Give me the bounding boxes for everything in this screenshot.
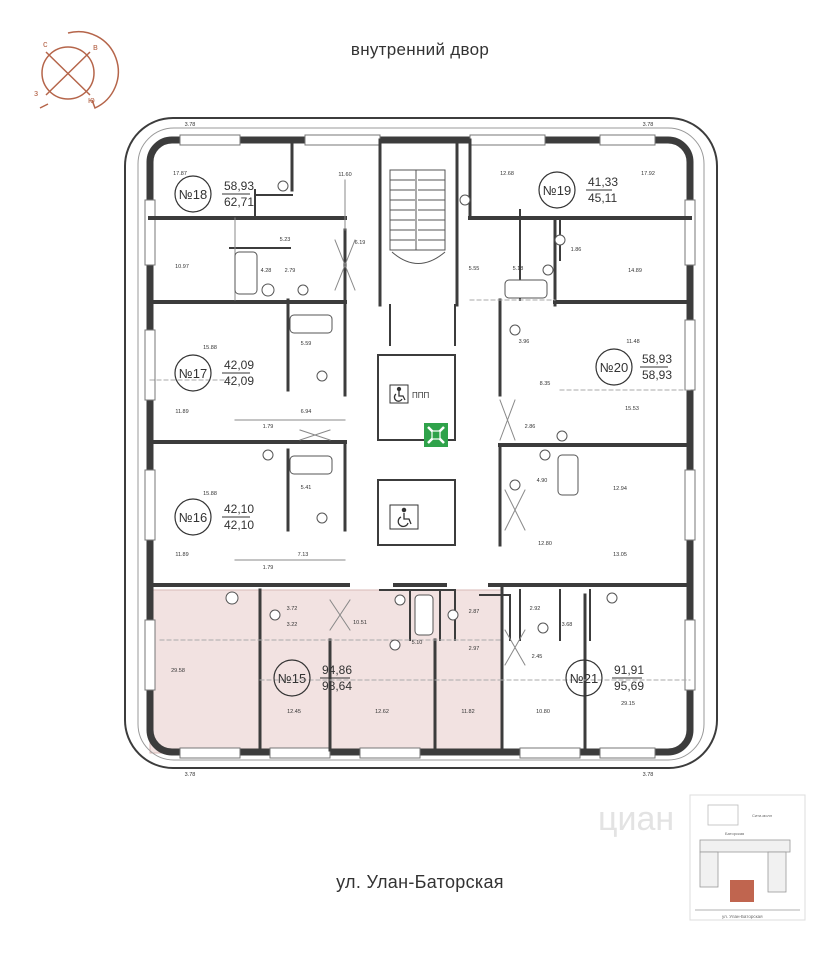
apt-20-total-area: 58,93 bbox=[642, 368, 672, 382]
apartment-15-highlight[interactable] bbox=[149, 589, 503, 754]
room-area: 7.13 bbox=[298, 552, 309, 558]
room-area: 5.18 bbox=[513, 266, 524, 272]
interior-walls bbox=[148, 138, 692, 752]
windows bbox=[144, 134, 696, 759]
compass-west: з bbox=[34, 88, 38, 98]
room-area: 1.79 bbox=[263, 424, 274, 430]
room-area: 2.45 bbox=[532, 654, 543, 660]
room-area: 17.87 bbox=[173, 171, 187, 177]
room-area: 1.86 bbox=[571, 247, 582, 253]
room-area: 4.90 bbox=[537, 478, 548, 484]
watermark: циан bbox=[598, 800, 674, 838]
room-area: 29.58 bbox=[171, 668, 185, 674]
room-area: 2.97 bbox=[469, 646, 480, 652]
corner-dimension-br: 3.78 bbox=[643, 772, 654, 778]
apt-18-number: №18 bbox=[179, 187, 207, 202]
minimap-note: Сити-молл bbox=[752, 813, 773, 818]
room-area: 4.28 bbox=[261, 268, 272, 274]
apt-17-total-area: 42,09 bbox=[224, 374, 254, 388]
room-area: 3.72 bbox=[287, 606, 298, 612]
wheelchair-icon bbox=[397, 507, 412, 528]
apt-19-total-area: 45,11 bbox=[588, 191, 617, 205]
staircase bbox=[389, 169, 446, 264]
room-area: 3.22 bbox=[287, 622, 298, 628]
corner-dimension-tr: 3.78 bbox=[643, 122, 654, 128]
room-area: 10.51 bbox=[353, 620, 367, 626]
compass-east: в bbox=[93, 42, 98, 52]
apt-16-total-area: 42,10 bbox=[224, 518, 254, 532]
room-area: 6.19 bbox=[355, 240, 366, 246]
room-area: 5.59 bbox=[301, 341, 312, 347]
apt-15-number: №15 bbox=[278, 671, 306, 686]
apt-20-number: №20 bbox=[600, 360, 628, 375]
minimap-label: Баторская bbox=[725, 831, 744, 836]
room-area: 15.88 bbox=[203, 345, 217, 351]
room-area: 8.35 bbox=[540, 381, 551, 387]
room-area: 5.41 bbox=[301, 485, 312, 491]
room-area: 1.79 bbox=[263, 565, 274, 571]
room-area: 11.48 bbox=[626, 339, 639, 345]
room-area: 12.94 bbox=[613, 486, 627, 492]
room-area: 2.86 bbox=[525, 424, 536, 430]
room-area: 5.10 bbox=[412, 640, 423, 646]
room-area: 5.23 bbox=[280, 237, 291, 243]
room-area: 15.88 bbox=[203, 491, 217, 497]
corner-dimension-tl: 3.78 bbox=[185, 122, 196, 128]
apt-20-living-area: 58,93 bbox=[642, 352, 672, 366]
room-area: 2.92 bbox=[530, 606, 541, 612]
room-area: 11.60 bbox=[338, 172, 351, 178]
apt-18-total-area: 62,71 bbox=[224, 195, 254, 209]
room-area: 3.96 bbox=[519, 339, 530, 345]
elevator-label: ППП bbox=[412, 391, 430, 400]
wheelchair-icon bbox=[393, 386, 406, 402]
room-area: 29.15 bbox=[621, 701, 635, 707]
apt-21-number: №21 bbox=[570, 671, 598, 686]
compass-north: с bbox=[43, 39, 48, 49]
apt-19-living-area: 41,33 bbox=[588, 175, 618, 189]
apt-15-living-area: 94,86 bbox=[322, 663, 352, 677]
room-area: 12.80 bbox=[538, 541, 552, 547]
minimap-street: ул. Улан-Баторская bbox=[722, 914, 763, 919]
room-area: 3.68 bbox=[562, 622, 573, 628]
room-area: 14.89 bbox=[628, 268, 642, 274]
apt-15-total-area: 98,64 bbox=[322, 679, 352, 693]
apt-16-living-area: 42,10 bbox=[224, 502, 254, 516]
street-label: ул. Улан-Баторская bbox=[336, 872, 504, 892]
room-area: 17.92 bbox=[641, 171, 655, 177]
room-area: 11.89 bbox=[175, 409, 188, 415]
room-area: 13.05 bbox=[613, 552, 627, 558]
apt-19-number: №19 bbox=[543, 183, 571, 198]
room-area: 2.79 bbox=[285, 268, 296, 274]
room-area: 2.87 bbox=[469, 609, 480, 615]
elevator-top bbox=[389, 384, 448, 530]
badge-dividers bbox=[222, 189, 668, 679]
room-area: 11.89 bbox=[175, 552, 188, 558]
fixtures bbox=[225, 180, 618, 651]
room-area: 12.68 bbox=[500, 171, 514, 177]
site-minimap: Сити-молл Баторская ул. Улан-Баторская bbox=[689, 794, 806, 921]
room-area: 11.82 bbox=[461, 709, 474, 715]
apt-21-total-area: 95,69 bbox=[614, 679, 644, 693]
room-area: 10.80 bbox=[536, 709, 550, 715]
apt-17-living-area: 42,09 bbox=[224, 358, 254, 372]
room-area: 10.97 bbox=[175, 264, 189, 270]
room-area: 15.53 bbox=[625, 406, 639, 412]
apt-18-living-area: 58,93 bbox=[224, 179, 254, 193]
room-area: 12.45 bbox=[287, 709, 301, 715]
apt-21-living-area: 91,91 bbox=[614, 663, 644, 677]
room-area: 6.94 bbox=[301, 409, 312, 415]
compass-south: ю bbox=[88, 95, 95, 105]
room-area: 5.55 bbox=[469, 266, 480, 272]
courtyard-label: внутренний двор bbox=[350, 40, 490, 59]
emergency-exit-icon bbox=[424, 423, 448, 447]
room-area: 12.62 bbox=[375, 709, 389, 715]
apartment-badges bbox=[174, 171, 633, 697]
apt-17-number: №17 bbox=[179, 366, 207, 381]
compass-icon bbox=[39, 30, 120, 110]
corner-dimension-bl: 3.78 bbox=[185, 772, 196, 778]
apt-16-number: №16 bbox=[179, 510, 207, 525]
